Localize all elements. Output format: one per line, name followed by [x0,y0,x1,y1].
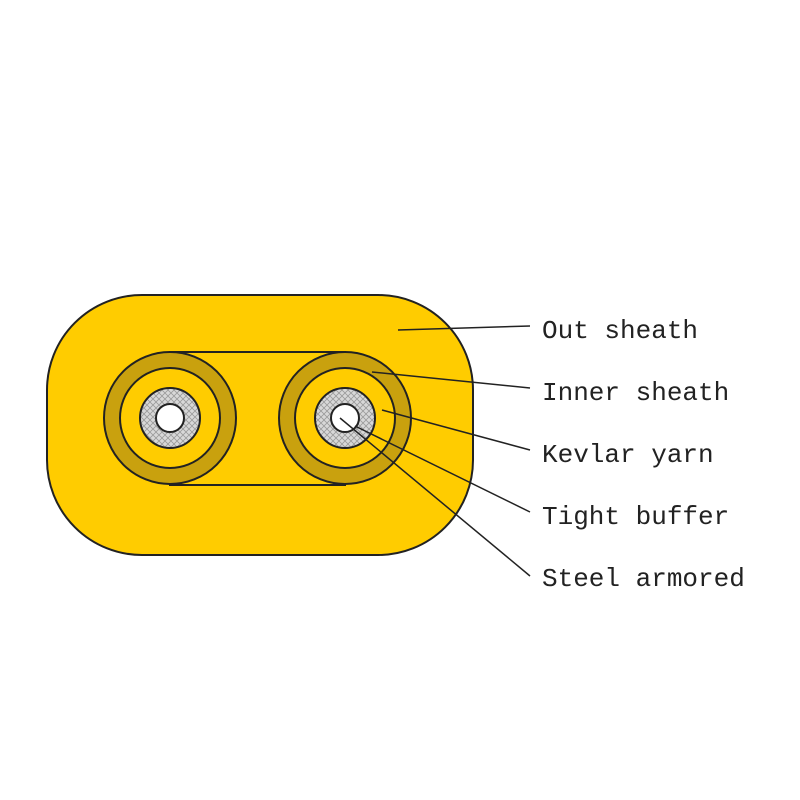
right-fiber-unit [278,351,412,485]
left-fiber-unit [103,351,237,485]
label-steel-armored: Steel armored [542,564,745,594]
leader-line-steel-armored [339,417,531,577]
label-out-sheath: Out sheath [542,316,698,346]
label-tight-buffer: Tight buffer [542,502,729,532]
leader-line-kevlar-yarn [381,409,531,451]
label-inner-sheath: Inner sheath [542,378,729,408]
leader-line-inner-sheath [371,371,531,389]
leader-line-tight-buffer [354,425,531,513]
right-fiber-core [330,403,360,433]
leader-line-out-sheath [397,325,531,331]
label-kevlar-yarn: Kevlar yarn [542,440,714,470]
left-fiber-core [155,403,185,433]
